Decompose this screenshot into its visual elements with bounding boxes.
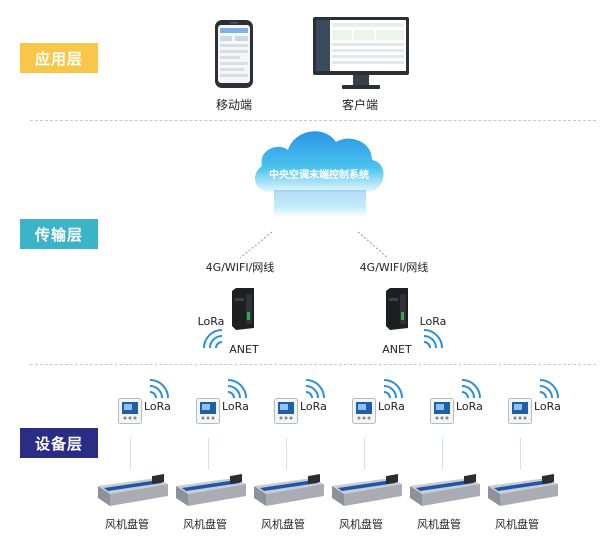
gateway-label-right: ANET — [382, 343, 412, 356]
thermostat-image — [430, 398, 454, 424]
fan-coil-unit-label: 风机盘管 — [495, 518, 539, 531]
wifi-signal-icon — [422, 328, 444, 349]
fan-coil-unit-label: 风机盘管 — [105, 518, 149, 531]
thermostat-image — [352, 398, 376, 424]
link-label-right: 4G/WIFI/网线 — [359, 261, 429, 274]
thermostat-image — [196, 398, 220, 424]
wifi-signal-icon — [202, 328, 224, 349]
wifi-signal-icon — [148, 378, 170, 399]
wifi-signal-icon — [460, 378, 482, 399]
layer-label: 传输层 — [34, 225, 83, 244]
thermostat-image — [508, 398, 532, 424]
lora-label: LoRa — [456, 400, 483, 413]
layer-badge-application: 应用层 — [20, 43, 98, 73]
device-column: LoRa 风机盘管 — [252, 376, 330, 536]
link-label-left: 4G/WIFI/网线 — [205, 261, 275, 274]
divider-top — [30, 120, 596, 121]
lora-label: LoRa — [300, 400, 327, 413]
thermostat-image — [118, 398, 142, 424]
gateway-label-left: ANET — [229, 343, 259, 356]
device-column: LoRa 风机盘管 — [330, 376, 408, 536]
lora-label: LoRa — [222, 400, 249, 413]
fan-coil-unit-image — [330, 474, 404, 508]
device-column: LoRa 风机盘管 — [486, 376, 564, 536]
device-link-line — [520, 438, 521, 470]
lora-label: LoRa — [378, 400, 405, 413]
fan-coil-unit-label: 风机盘管 — [183, 518, 227, 531]
device-column: LoRa 风机盘管 — [96, 376, 174, 536]
lora-label: LoRa — [144, 400, 171, 413]
gateway-right-image — [386, 288, 408, 330]
wifi-signal-icon — [382, 378, 404, 399]
divider-bottom — [30, 364, 596, 365]
device-column: LoRa 风机盘管 — [408, 376, 486, 536]
fan-coil-unit-image — [486, 474, 560, 508]
desktop-label: 客户端 — [341, 98, 378, 112]
desktop-monitor-image — [312, 16, 410, 92]
layer-label: 应用层 — [34, 49, 83, 68]
gateway-left-image — [232, 288, 254, 330]
device-link-line — [364, 438, 365, 470]
mobile-label: 移动端 — [215, 98, 252, 112]
fan-coil-unit-image — [174, 474, 248, 508]
cloud-icon — [248, 120, 390, 220]
wifi-signal-icon — [538, 378, 560, 399]
thermostat-image — [274, 398, 298, 424]
wifi-signal-icon — [226, 378, 248, 399]
device-column: LoRa 风机盘管 — [174, 376, 252, 536]
fan-coil-unit-image — [96, 474, 170, 508]
device-link-line — [442, 438, 443, 470]
wifi-signal-icon — [304, 378, 326, 399]
fan-coil-unit-image — [408, 474, 482, 508]
fan-coil-unit-label: 风机盘管 — [261, 518, 305, 531]
device-link-line — [208, 438, 209, 470]
lora-label-left: LoRa — [197, 315, 225, 328]
layer-label: 设备层 — [34, 434, 83, 453]
device-link-line — [286, 438, 287, 470]
layer-badge-transport: 传输层 — [20, 219, 98, 249]
fan-coil-unit-label: 风机盘管 — [339, 518, 383, 531]
lora-label-right: LoRa — [419, 315, 447, 328]
cloud-title: 中央空调末端控制系统 — [269, 170, 369, 181]
layer-badge-device: 设备层 — [20, 428, 98, 458]
fan-coil-unit-image — [252, 474, 326, 508]
fan-coil-unit-label: 风机盘管 — [417, 518, 461, 531]
lora-label: LoRa — [534, 400, 561, 413]
device-link-line — [130, 438, 131, 470]
mobile-phone-image — [214, 19, 254, 89]
